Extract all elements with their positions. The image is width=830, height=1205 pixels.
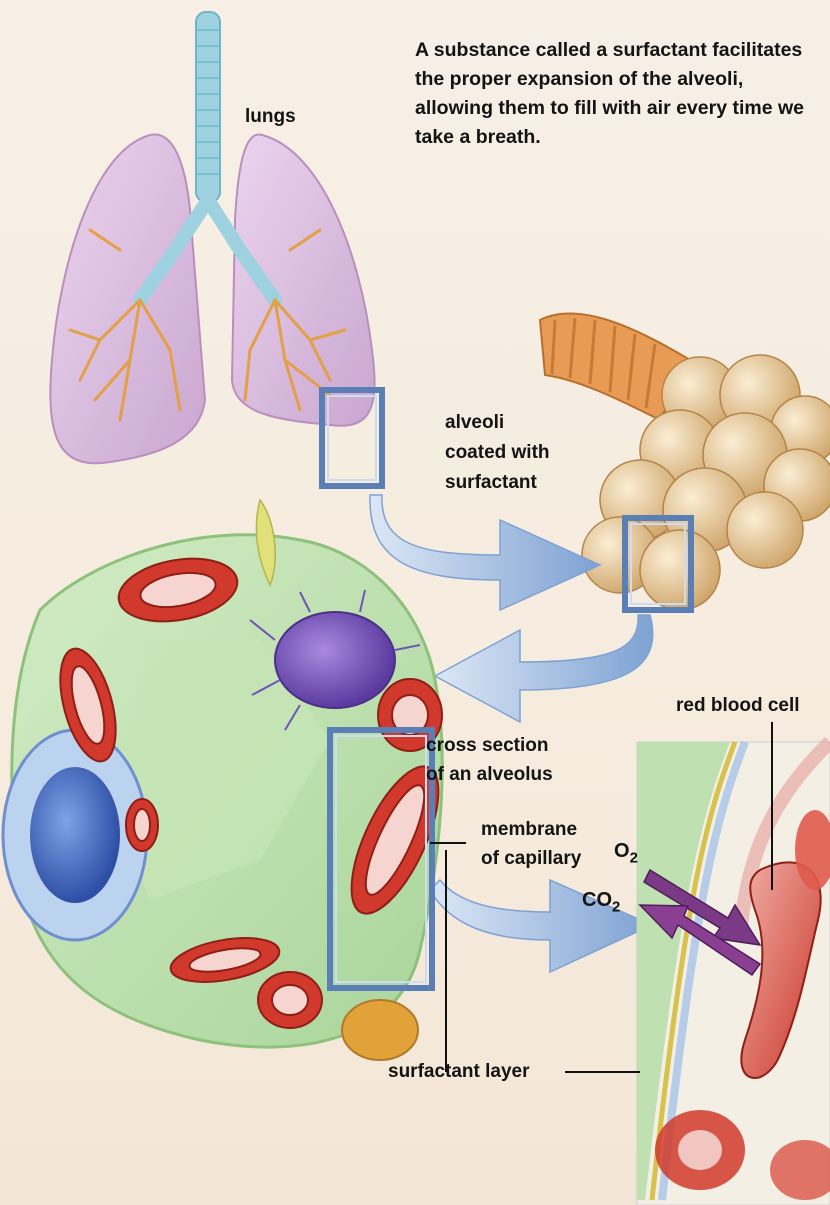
blue-cell xyxy=(3,730,147,940)
cross-section-label: cross section of an alveolus xyxy=(426,731,553,789)
arrow-lung-to-alveoli xyxy=(370,495,600,610)
membrane-label-line1: membrane xyxy=(481,815,581,844)
alveoli-label: alveoli coated with surfactant xyxy=(445,408,550,498)
alveoli-label-line2: coated with xyxy=(445,438,550,468)
cross-section-label-line1: cross section xyxy=(426,731,553,760)
co2-label-subscript: 2 xyxy=(612,898,620,915)
alveoli-label-line3: surfactant xyxy=(445,468,550,498)
o2-label-subscript: 2 xyxy=(630,849,638,866)
red-blood-cell-label: red blood cell xyxy=(676,692,800,720)
closeup-panel xyxy=(637,742,830,1205)
arrow-alveoli-to-cross-section xyxy=(435,615,653,722)
cross-section-label-line2: of an alveolus xyxy=(426,760,553,789)
yellow-cell xyxy=(342,1000,418,1060)
alveoli-label-line1: alveoli xyxy=(445,408,550,438)
co2-label-base: CO xyxy=(582,889,612,911)
lungs-label: lungs xyxy=(245,103,296,131)
surfactant-layer-label: surfactant layer xyxy=(388,1058,530,1086)
o2-label: O2 xyxy=(614,837,638,872)
membrane-label-line2: of capillary xyxy=(481,844,581,873)
alveolus-cross-section xyxy=(3,500,456,1060)
co2-label: CO2 xyxy=(582,886,620,921)
lungs-illustration xyxy=(50,12,382,486)
left-lung xyxy=(50,134,205,463)
membrane-label: membrane of capillary xyxy=(481,815,581,873)
o2-label-base: O xyxy=(614,840,630,862)
description-text: A substance called a surfactant facilita… xyxy=(415,36,815,152)
